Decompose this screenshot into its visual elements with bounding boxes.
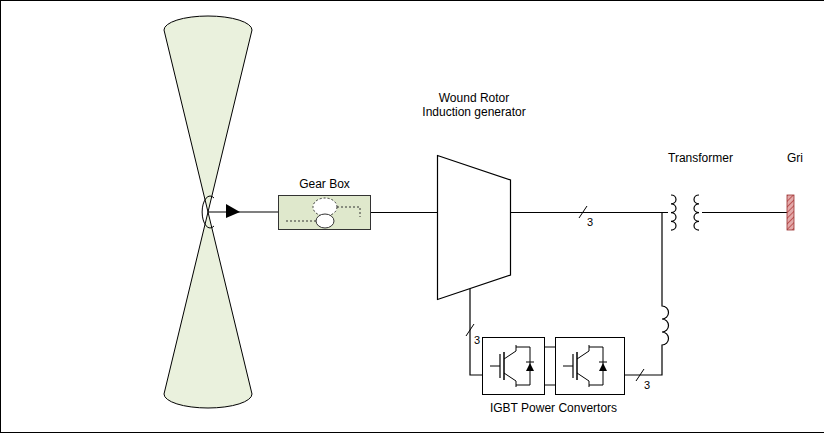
grid-bar-outline [787, 195, 794, 230]
transformer-symbol-outline [668, 195, 702, 230]
edge-label-holder: 3 [586, 216, 594, 228]
node-label: Gri [787, 151, 803, 165]
blade-top [164, 16, 252, 212]
conductor-count: 3 [473, 334, 481, 346]
node-label: Transformer [668, 151, 733, 165]
edge-label-holder: 3 [473, 334, 481, 346]
rotation-arrowhead [226, 204, 240, 218]
converter-pair-outline [482, 337, 625, 395]
node-label: Wound Rotor Induction generator [415, 91, 533, 119]
wire-connector [702, 212, 787, 213]
node-label: Gear Box [299, 177, 350, 191]
rotation-arc [202, 196, 214, 228]
wire-connector [625, 213, 669, 376]
conductor-count: 3 [586, 216, 594, 228]
wire-connector [470, 289, 482, 375]
wire-connector [371, 212, 437, 213]
gearbox-box-outline [278, 195, 371, 230]
converter-pair: IGBT Power Convertors [482, 337, 625, 395]
gearbox-box: Gear Box [278, 195, 371, 230]
conductor-count: 3 [643, 379, 651, 391]
blade-bottom [164, 212, 252, 408]
generator-shape-outline [437, 155, 511, 300]
shaft-line [208, 211, 278, 212]
generator-shape: Wound Rotor Induction generator [437, 155, 511, 300]
wire-connector [511, 212, 668, 213]
transformer-symbol: Transformer [668, 195, 702, 230]
edge-label-holder: 3 [643, 379, 651, 391]
grid-bar: Gri [787, 195, 794, 230]
node-label: IGBT Power Convertors [490, 401, 617, 415]
